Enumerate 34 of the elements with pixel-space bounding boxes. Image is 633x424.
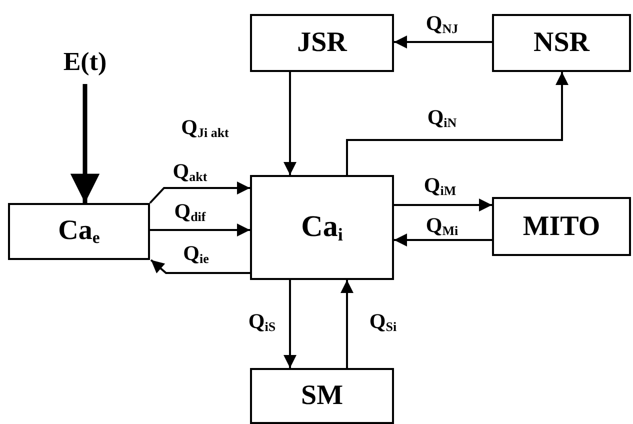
compartment-label: Ca$_{i}$: [301, 212, 343, 244]
flux-label: Q$_{Mi}$: [426, 215, 458, 237]
flux-label: Q$_{Ji akt}$: [181, 117, 229, 139]
compartment-box: [250, 175, 394, 280]
compartment-box: [8, 203, 150, 260]
arrow: [149, 182, 250, 204]
arrow: [346, 72, 568, 175]
flux-label: Q$_{iM}$: [424, 175, 456, 197]
compartment-box: [250, 368, 394, 424]
arrow: [150, 259, 250, 274]
stimulus-label: E(t): [63, 49, 107, 75]
arrow: [284, 280, 296, 368]
flux-label: Q$_{iN}$: [427, 107, 457, 129]
arrow: [70, 84, 100, 203]
compartment-label: MITO: [522, 212, 600, 240]
compartment-label: Ca$_{e}$: [58, 216, 100, 246]
compartment-box: [250, 14, 394, 72]
arrow: [394, 234, 492, 246]
flux-label: Q$_{akt}$: [172, 161, 208, 183]
arrow: [394, 36, 492, 48]
compartment-label: NSR: [533, 29, 590, 57]
arrow: [340, 280, 354, 368]
flux-label: Q$_{Si}$: [369, 311, 397, 333]
flux-label: Q$_{iS}$: [248, 311, 276, 333]
flux-label: Q$_{ie}$: [183, 243, 209, 265]
arrow: [394, 198, 492, 212]
arrow: [284, 72, 296, 175]
flux-label: Q$_{NJ}$: [426, 13, 458, 35]
compartment-box: [492, 197, 631, 256]
arrow: [150, 224, 250, 236]
compartment-label: SM: [301, 382, 343, 410]
flux-label: Q$_{dif}$: [174, 201, 206, 223]
compartment-box: [492, 14, 631, 72]
compartment-label: JSR: [297, 29, 347, 57]
